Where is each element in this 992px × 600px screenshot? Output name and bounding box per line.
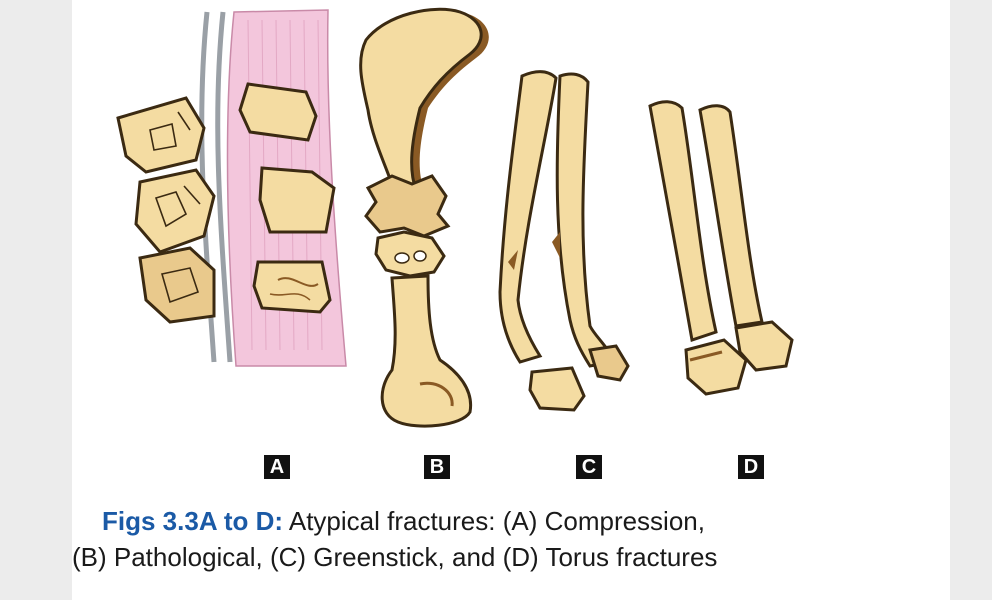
- compression-crack: [277, 277, 319, 287]
- pathological-fracture-illustration: [359, 7, 489, 428]
- figure-number: Figs 3.3A to D:: [102, 506, 284, 536]
- greenstick-bend-mark: [508, 250, 518, 270]
- figure-caption-line-1: Figs 3.3A to D: Atypical fractures: (A) …: [102, 504, 705, 538]
- vertebra-body-upper: [238, 82, 318, 142]
- vertebra-body-compressed: [252, 260, 332, 314]
- figure-page: A B C D Figs 3.3A to D: Atypical fractur…: [72, 0, 950, 600]
- radius-bone-c: [498, 70, 558, 364]
- compression-fracture-illustration: [116, 9, 347, 367]
- vertebra-body-middle: [258, 166, 336, 234]
- greenstick-fracture-illustration: [498, 70, 630, 412]
- posterior-element-trabeculae: [149, 111, 201, 304]
- posterior-element-middle: [134, 168, 216, 254]
- torus-buckle-mark: [689, 350, 723, 362]
- bone-b-pathological-zone: [364, 174, 451, 238]
- panel-label-b: B: [424, 455, 450, 479]
- distal-ulna-d: [734, 320, 794, 372]
- panel-label-c: C: [576, 455, 602, 479]
- panel-label-d: D: [738, 455, 764, 479]
- radius-bone-d: [648, 100, 718, 342]
- posterior-element-lower: [138, 246, 216, 324]
- spinal-canal-line-inner: [215, 11, 233, 363]
- posterior-element-upper: [116, 96, 206, 174]
- panel-label-a: A: [264, 455, 290, 479]
- torus-fracture-illustration: [648, 100, 794, 396]
- distal-radius-d: [684, 338, 748, 396]
- ulna-bone-c: [555, 72, 614, 368]
- caption-line-1-text: Atypical fractures: (A) Compression,: [283, 506, 705, 536]
- ulna-bone-d: [698, 104, 764, 328]
- bone-b-proximal: [359, 7, 483, 192]
- bone-b-lesion: [374, 230, 446, 278]
- fracture-illustrations: [116, 7, 794, 428]
- figure-caption-line-2: (B) Pathological, (C) Greenstick, and (D…: [72, 542, 718, 572]
- distal-fragment-c: [528, 366, 586, 412]
- bone-b-distal: [380, 274, 473, 428]
